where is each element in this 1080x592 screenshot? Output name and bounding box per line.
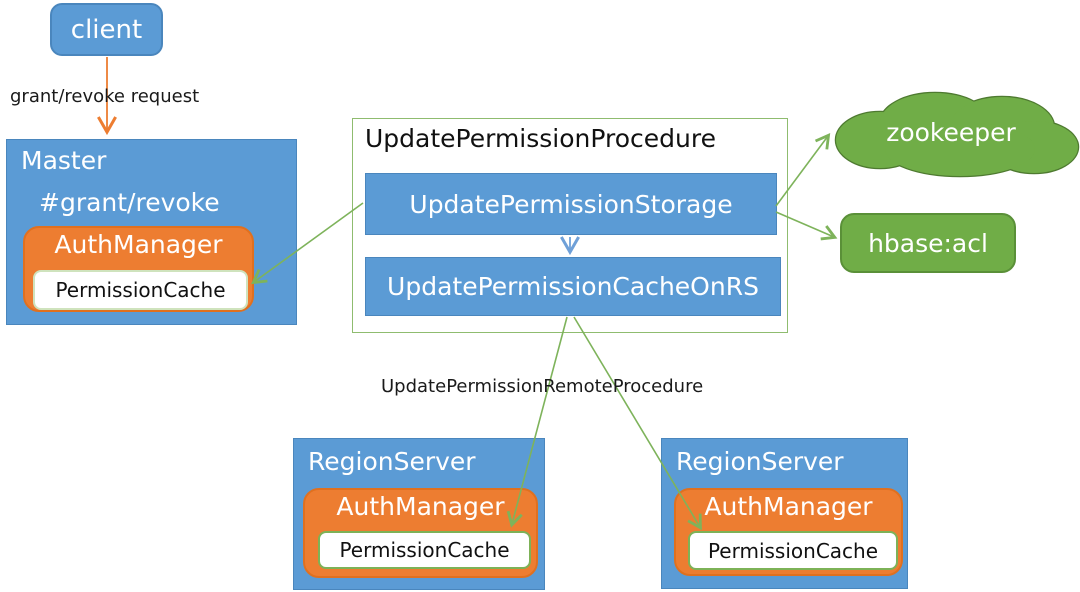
region-server-1-auth-manager-title: AuthManager (336, 492, 505, 521)
zookeeper-node: zookeeper (820, 85, 1080, 180)
region-server-1-permission-cache-label: PermissionCache (339, 538, 510, 562)
remote-procedure-label: UpdatePermissionRemoteProcedure (381, 376, 704, 397)
region-server-1-auth-manager: AuthManager PermissionCache (303, 488, 538, 578)
region-server-2-permission-cache-label: PermissionCache (707, 538, 879, 563)
region-server-1-node: RegionServer AuthManager PermissionCache (293, 438, 545, 590)
master-permission-cache: PermissionCache (33, 270, 248, 310)
step-update-permission-cache-on-rs: UpdatePermissionCacheOnRS (365, 257, 781, 316)
master-title: Master (21, 146, 107, 175)
region-server-2-node: RegionServer AuthManager PermissionCache (661, 438, 908, 589)
step-label: UpdatePermissionCacheOnRS (387, 272, 759, 301)
region-server-2-auth-manager-title: AuthManager (704, 492, 873, 521)
hbase-acl-label: hbase:acl (868, 228, 988, 258)
cloud-icon (834, 91, 1080, 178)
region-server-1-permission-cache: PermissionCache (318, 531, 531, 569)
region-server-2-auth-manager: AuthManager PermissionCache (674, 488, 903, 576)
hbase-acl-node: hbase:acl (840, 213, 1016, 273)
client-node: client (50, 3, 163, 56)
step-label: UpdatePermissionStorage (409, 189, 733, 219)
grant-request-label: grant/revoke request (10, 86, 200, 107)
master-auth-manager: AuthManager PermissionCache (23, 226, 254, 312)
zookeeper-label: zookeeper (886, 118, 1016, 147)
update-permission-procedure-container: UpdatePermissionProcedure UpdatePermissi… (352, 118, 788, 333)
client-label: client (70, 14, 143, 45)
master-method-label: #grant/revoke (39, 188, 220, 217)
master-node: Master #grant/revoke AuthManager Permiss… (6, 139, 297, 325)
region-server-2-permission-cache: PermissionCache (688, 531, 898, 570)
procedure-title: UpdatePermissionProcedure (365, 124, 716, 153)
master-permission-cache-label: PermissionCache (55, 278, 226, 302)
region-server-2-title: RegionServer (676, 447, 844, 476)
step-update-permission-storage: UpdatePermissionStorage (365, 173, 777, 235)
master-auth-manager-title: AuthManager (54, 230, 223, 259)
region-server-1-title: RegionServer (308, 447, 476, 476)
